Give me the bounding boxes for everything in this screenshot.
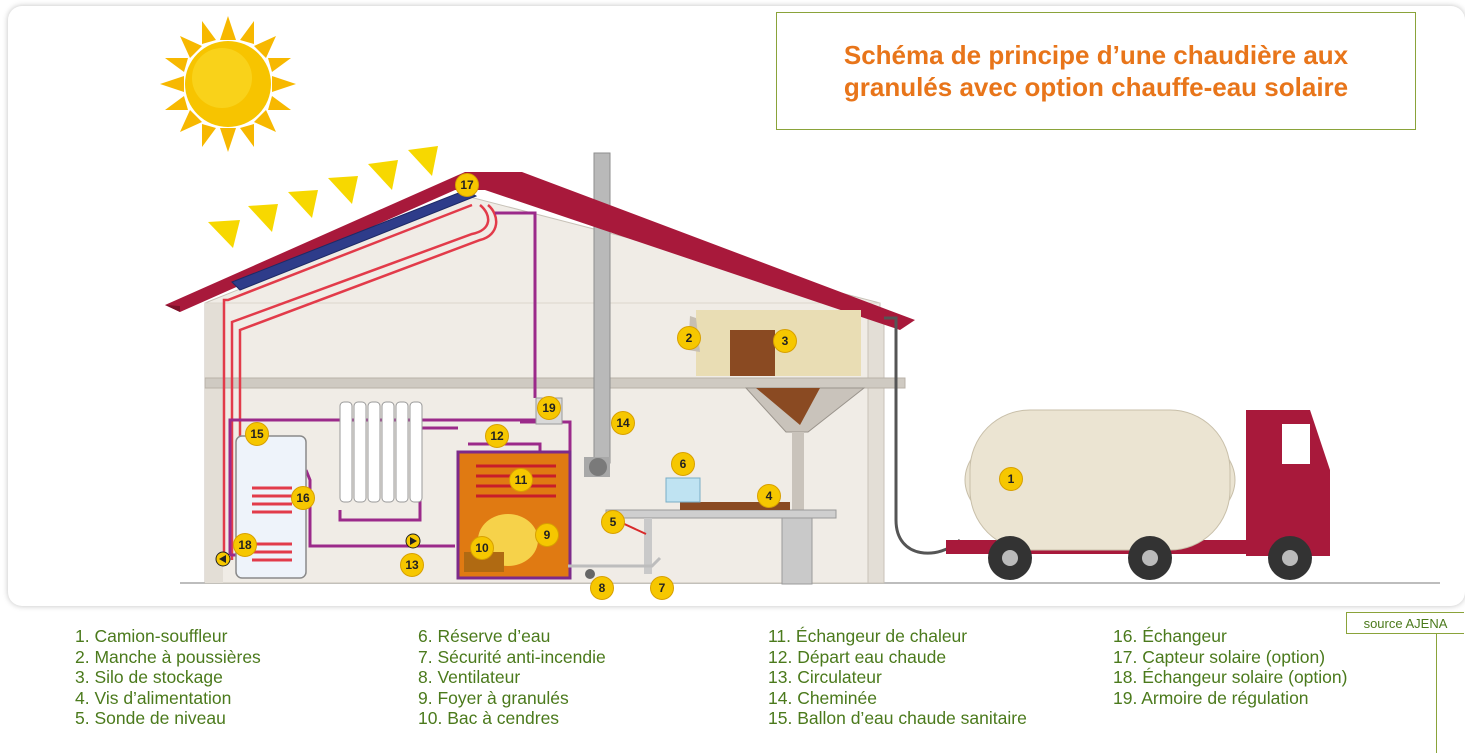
pump-arrow-icon (405, 533, 421, 549)
legend-item: 1. Camion-souffleur (75, 626, 228, 646)
badge-11: 11 (509, 468, 533, 492)
attic-floor (204, 377, 906, 389)
blower-hose (884, 316, 962, 555)
legend-item: 14. Cheminée (768, 687, 877, 708)
radiator (339, 401, 423, 503)
badge-15: 15 (245, 422, 269, 446)
ventilator (585, 569, 595, 579)
legend-column-2: 6. Réserve d’eau 7. Sécurité anti-incend… (418, 626, 606, 729)
legend-item: 7. Sécurité anti-incendie (418, 646, 606, 667)
source-credit: source AJENA (1346, 612, 1464, 634)
legend-item: 5. Sonde de niveau (75, 708, 226, 728)
legend-item: 13. Circulateur (768, 667, 882, 687)
legend-item: 19. Armoire de régulation (1113, 687, 1309, 708)
legend-item: 16. Échangeur (1113, 626, 1227, 646)
house-right-wall (867, 315, 885, 584)
badge-16: 16 (291, 486, 315, 510)
legend-item: 6. Réserve d’eau (418, 626, 551, 646)
badge-18: 18 (233, 533, 257, 557)
badge-9: 9 (535, 523, 559, 547)
legend-item: 2. Manche à poussières (75, 646, 261, 667)
badge-10: 10 (470, 536, 494, 560)
legend-item: 3. Silo de stockage (75, 667, 223, 687)
title-box: Schéma de principe d’une chaudière aux g… (776, 12, 1416, 130)
legend-column-3: 11. Échangeur de chaleur 12. Départ eau … (768, 626, 1027, 729)
legend-divider (1436, 634, 1437, 753)
diagram-scene (160, 16, 1440, 585)
legend-item: 11. Échangeur de chaleur (768, 626, 968, 646)
diagram-title: Schéma de principe d’une chaudière aux g… (843, 40, 1349, 102)
badge-6: 6 (671, 452, 695, 476)
water-reserve (665, 477, 701, 503)
legend-item: 15. Ballon d’eau chaude sanitaire (768, 708, 1027, 728)
pump-arrow-icon (215, 551, 231, 567)
badge-5: 5 (601, 510, 625, 534)
legend-item: 12. Départ eau chaude (768, 646, 947, 667)
truck (946, 409, 1330, 580)
legend-item: 8. Ventilateur (418, 667, 521, 687)
legend-item: 18. Échangeur solaire (option) (1113, 667, 1348, 687)
legend-column-4: 16. Échangeur 17. Capteur solaire (optio… (1113, 626, 1347, 708)
chimney-pipe (593, 152, 611, 464)
badge-1: 1 (999, 467, 1023, 491)
fan (589, 458, 607, 476)
badge-8: 8 (590, 576, 614, 600)
solar-loop-pipes (222, 203, 498, 560)
badge-2: 2 (677, 326, 701, 350)
house-left-wall (205, 303, 223, 583)
tank-exchangers (252, 486, 292, 562)
legend-item: 4. Vis d’alimentation (75, 687, 232, 708)
badge-12: 12 (485, 424, 509, 448)
badge-19: 19 (537, 396, 561, 420)
legend-item: 9. Foyer à granulés (418, 687, 569, 708)
sun-rays (208, 146, 438, 248)
badge-3: 3 (773, 329, 797, 353)
solar-collector (231, 189, 478, 291)
feed-screw (605, 502, 837, 585)
legend-column-1: 1. Camion-souffleur 2. Manche à poussièr… (75, 626, 261, 729)
badge-17: 17 (455, 173, 479, 197)
badge-14: 14 (611, 411, 635, 435)
badge-4: 4 (757, 484, 781, 508)
badge-7: 7 (650, 576, 674, 600)
badge-13: 13 (400, 553, 424, 577)
legend-item: 17. Capteur solaire (option) (1113, 646, 1326, 667)
sun-icon (160, 16, 296, 152)
legend-item: 10. Bac à cendres (418, 708, 560, 728)
